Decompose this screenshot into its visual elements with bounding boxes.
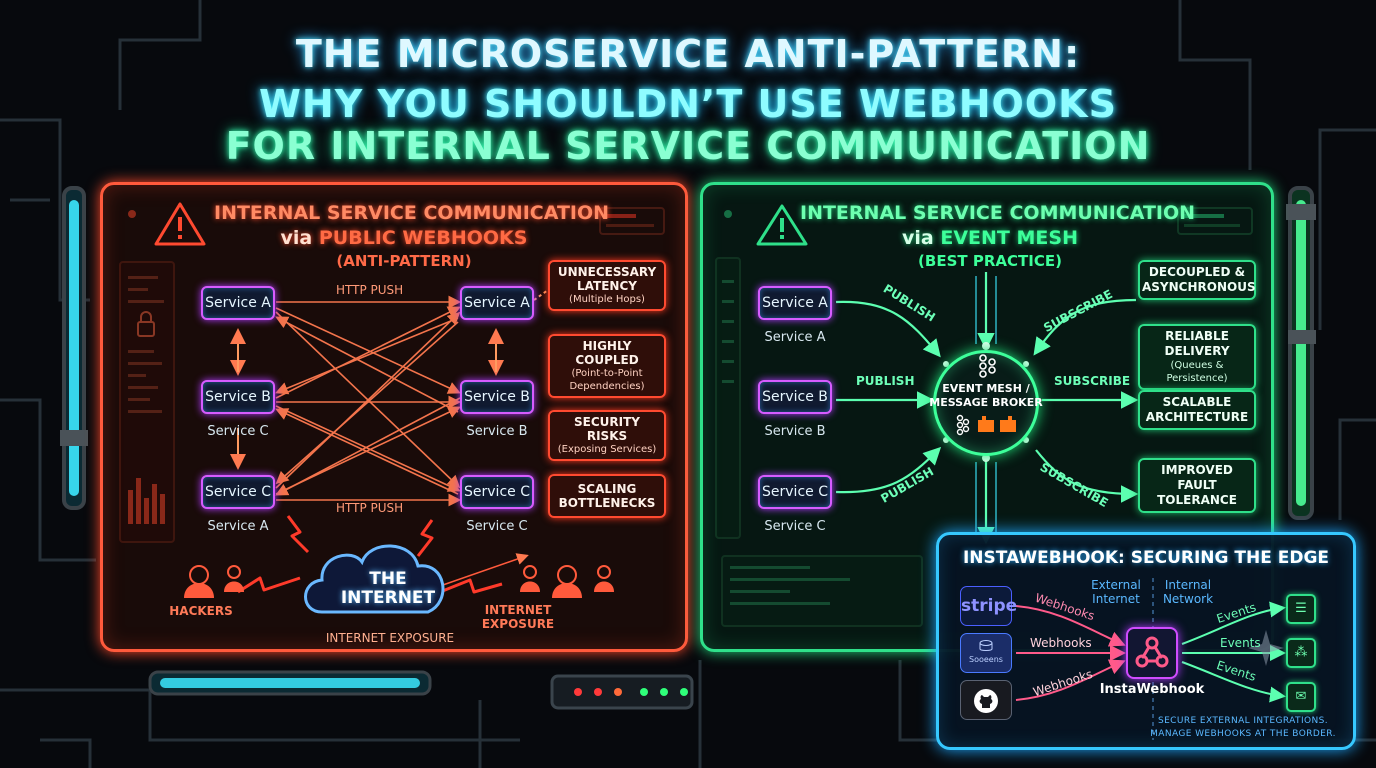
left-service-b: Service B [201,380,275,414]
mesh-service-b: Service B [758,380,832,414]
right-service-c: Service C [460,475,534,509]
database-icon [979,640,993,651]
problem-latency: UNNECESSARY LATENCY (Multiple Hops) [548,260,666,311]
http-push-label-top: HTTP PUSH [336,283,404,297]
stripe-logo: stripe [960,586,1017,626]
broker-logos-icon [956,414,1016,436]
subheading-highlight: EVENT MESH [940,227,1078,249]
mesh-service-a-caption: Service A [764,330,826,345]
benefit-scalable: SCALABLE ARCHITECTURE [1138,390,1256,430]
internet-cloud-icon [304,544,445,614]
internet-exposure-bottom-label: INTERNET EXPOSURE [325,631,455,645]
mesh-service-c: Service C [758,475,832,509]
mail-icon: ✉ [1286,682,1316,712]
instawebhook-hub-label: InstaWebhook [1099,682,1205,697]
webhook-icon [1135,636,1169,668]
network-icon: ⁂ [1286,638,1316,668]
best-practice-tag: (BEST PRACTICE) [918,252,1062,270]
github-icon [974,689,998,713]
left-service-c: Service C [201,475,275,509]
left-service-c-caption: Service A [207,519,269,534]
publish-label-b: PUBLISH [856,374,915,388]
external-internet-zone: External Internet [1091,578,1141,606]
internet-exposure-right-label: INTERNET EXPOSURE [481,603,555,631]
instawebhook-title: INSTAWEBHOOK: SECURING THE EDGE [962,548,1330,568]
subheading-highlight: PUBLIC WEBHOOKS [318,227,528,249]
page-title-line-3: FOR INTERNAL SERVICE COMMUNICATION [225,124,1151,168]
benefit-fault-tolerance: IMPROVED FAULT TOLERANCE [1138,458,1256,513]
benefit-title: IMPROVED FAULT TOLERANCE [1157,463,1237,507]
right-service-a: Service A [460,286,534,320]
best-practice-subheading: via EVENT MESH [800,227,1180,249]
subheading-prefix: via [902,227,941,249]
problem-title: UNNECESSARY LATENCY [557,265,657,293]
anti-pattern-subheading: via PUBLIC WEBHOOKS [214,227,594,249]
internet-cloud-label: THE INTERNET [340,569,436,608]
mesh-service-b-caption: Service B [764,424,826,439]
right-service-b-caption: Service B [466,424,528,439]
problem-coupling: HIGHLY COUPLED (Point-to-Point Dependenc… [548,334,666,398]
benefit-detail: (Queues & Persistence) [1166,360,1228,384]
left-service-a: Service A [201,286,275,320]
events-label-2: Events [1220,636,1261,650]
benefit-title: RELIABLE DELIVERY [1164,329,1230,358]
webhooks-label-2: Webhooks [1030,636,1092,650]
database-logo-label: Sooeens [969,655,1003,664]
left-service-b-caption: Service C [207,424,269,439]
instawebhook-hub [1126,627,1178,679]
problem-detail: (Multiple Hops) [569,294,645,305]
problem-title: SCALING BOTTLENECKS [558,482,656,510]
instawebhook-footer-line-1: SECURE EXTERNAL INTEGRATIONS. [1157,716,1328,726]
check-triangle-icon [756,204,808,246]
anti-pattern-tag: (ANTI-PATTERN) [336,252,472,270]
benefit-title: DECOUPLED & ASYNCHRONOUS [1142,265,1256,294]
http-push-label-bottom: HTTP PUSH [336,501,404,515]
right-service-c-caption: Service C [466,519,528,534]
page-title-line-2: WHY YOU SHOULDN’T USE WEBHOOKS [259,82,1117,126]
warning-icon [154,202,206,246]
kafka-icon [979,354,996,378]
instawebhook-footer-line-2: MANAGE WEBHOOKS AT THE BORDER. [1150,729,1336,739]
database-logo: Sooeens [960,633,1012,673]
problem-title: HIGHLY COUPLED [575,339,639,367]
internal-network-zone: Internal Network [1162,578,1214,606]
right-service-b: Service B [460,380,534,414]
subscribe-label-b: SUBSCRIBE [1054,374,1131,388]
page-title-line-1: THE MICROSERVICE ANTI-PATTERN: [295,32,1081,76]
github-logo [960,680,1012,720]
problem-detail: (Point-to-Point Dependencies) [569,368,645,392]
mesh-service-a: Service A [758,286,832,320]
hackers-label: HACKERS [169,604,233,618]
best-practice-heading: INTERNAL SERVICE COMMUNICATION [800,202,1196,224]
benefit-title: SCALABLE ARCHITECTURE [1145,395,1249,424]
benefit-reliable: RELIABLE DELIVERY (Queues & Persistence) [1138,324,1256,390]
benefit-decoupled: DECOUPLED & ASYNCHRONOUS [1138,260,1256,300]
anti-pattern-heading: INTERNAL SERVICE COMMUNICATION [214,202,610,224]
problem-security: SECURITY RISKS (Exposing Services) [548,410,666,461]
server-icon: ☰ [1286,594,1316,624]
event-mesh-label: EVENT MESH / MESSAGE BROKER [929,382,1043,409]
subheading-prefix: via [280,227,319,249]
mesh-service-c-caption: Service C [764,519,826,534]
problem-scaling: SCALING BOTTLENECKS [548,474,666,518]
problem-title: SECURITY RISKS [574,415,640,443]
problem-detail: (Exposing Services) [557,444,657,455]
